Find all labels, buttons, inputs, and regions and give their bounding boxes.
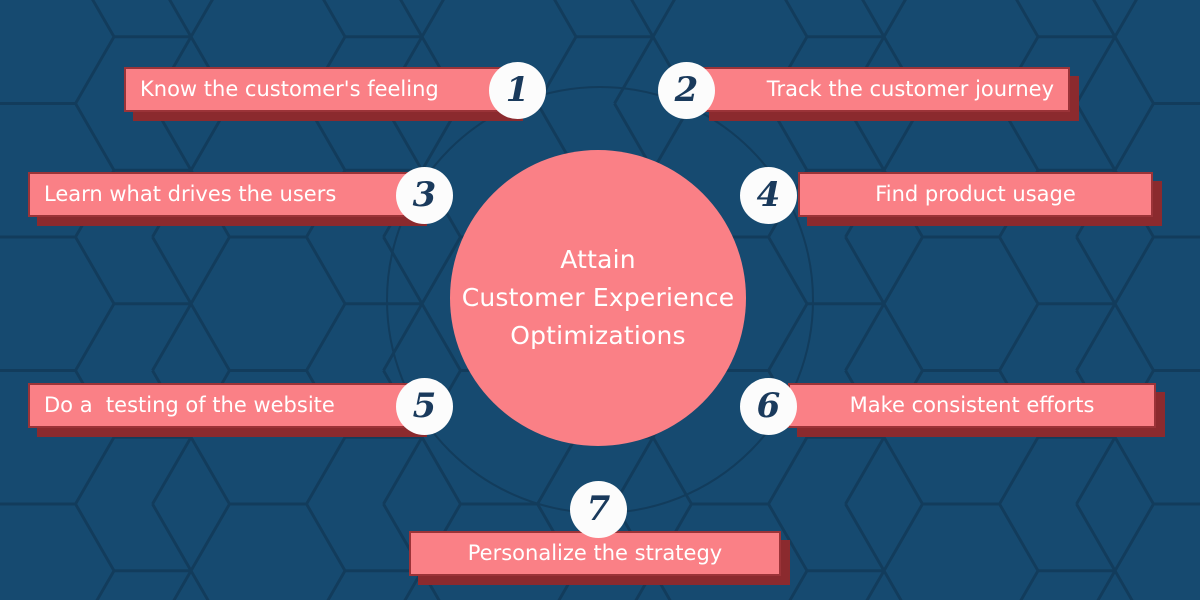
step-badge-2[interactable]: 2 — [658, 62, 715, 119]
center-title-line-2: Customer Experience — [461, 283, 735, 312]
step-bar-1[interactable]: Know the customer's feeling — [124, 67, 514, 112]
step-number-1: 1 — [505, 69, 530, 110]
step-label-2: Track the customer journey — [766, 77, 1054, 101]
step-number-7: 7 — [586, 488, 611, 529]
step-bar-6[interactable]: Make consistent efforts — [788, 383, 1156, 428]
step-label-3: Learn what drives the users — [44, 182, 337, 206]
step-label-4: Find product usage — [875, 182, 1076, 206]
step-bar-5[interactable]: Do a testing of the website — [28, 383, 418, 428]
step-bar-4[interactable]: Find product usage — [798, 172, 1153, 217]
step-number-2: 2 — [674, 69, 699, 110]
step-number-5: 5 — [412, 385, 437, 426]
step-badge-5[interactable]: 5 — [396, 378, 453, 435]
step-label-6: Make consistent efforts — [849, 393, 1095, 417]
step-number-6: 6 — [756, 385, 781, 426]
center-title-line-3: Optimizations — [510, 321, 686, 350]
step-badge-1[interactable]: 1 — [489, 62, 546, 119]
step-number-3: 3 — [412, 174, 437, 215]
step-label-5: Do a testing of the website — [44, 393, 335, 417]
step-label-7: Personalize the strategy — [467, 541, 723, 565]
step-number-4: 4 — [756, 174, 781, 215]
step-badge-3[interactable]: 3 — [396, 167, 453, 224]
step-label-1: Know the customer's feeling — [140, 77, 439, 101]
step-badge-4[interactable]: 4 — [740, 167, 797, 224]
step-bar-3[interactable]: Learn what drives the users — [28, 172, 418, 217]
step-badge-7[interactable]: 7 — [570, 481, 627, 538]
center-title-line-1: Attain — [560, 245, 636, 274]
step-bar-2[interactable]: Track the customer journey — [700, 67, 1070, 112]
center-circle: Attain Customer Experience Optimizations — [450, 150, 746, 446]
step-badge-6[interactable]: 6 — [740, 378, 797, 435]
